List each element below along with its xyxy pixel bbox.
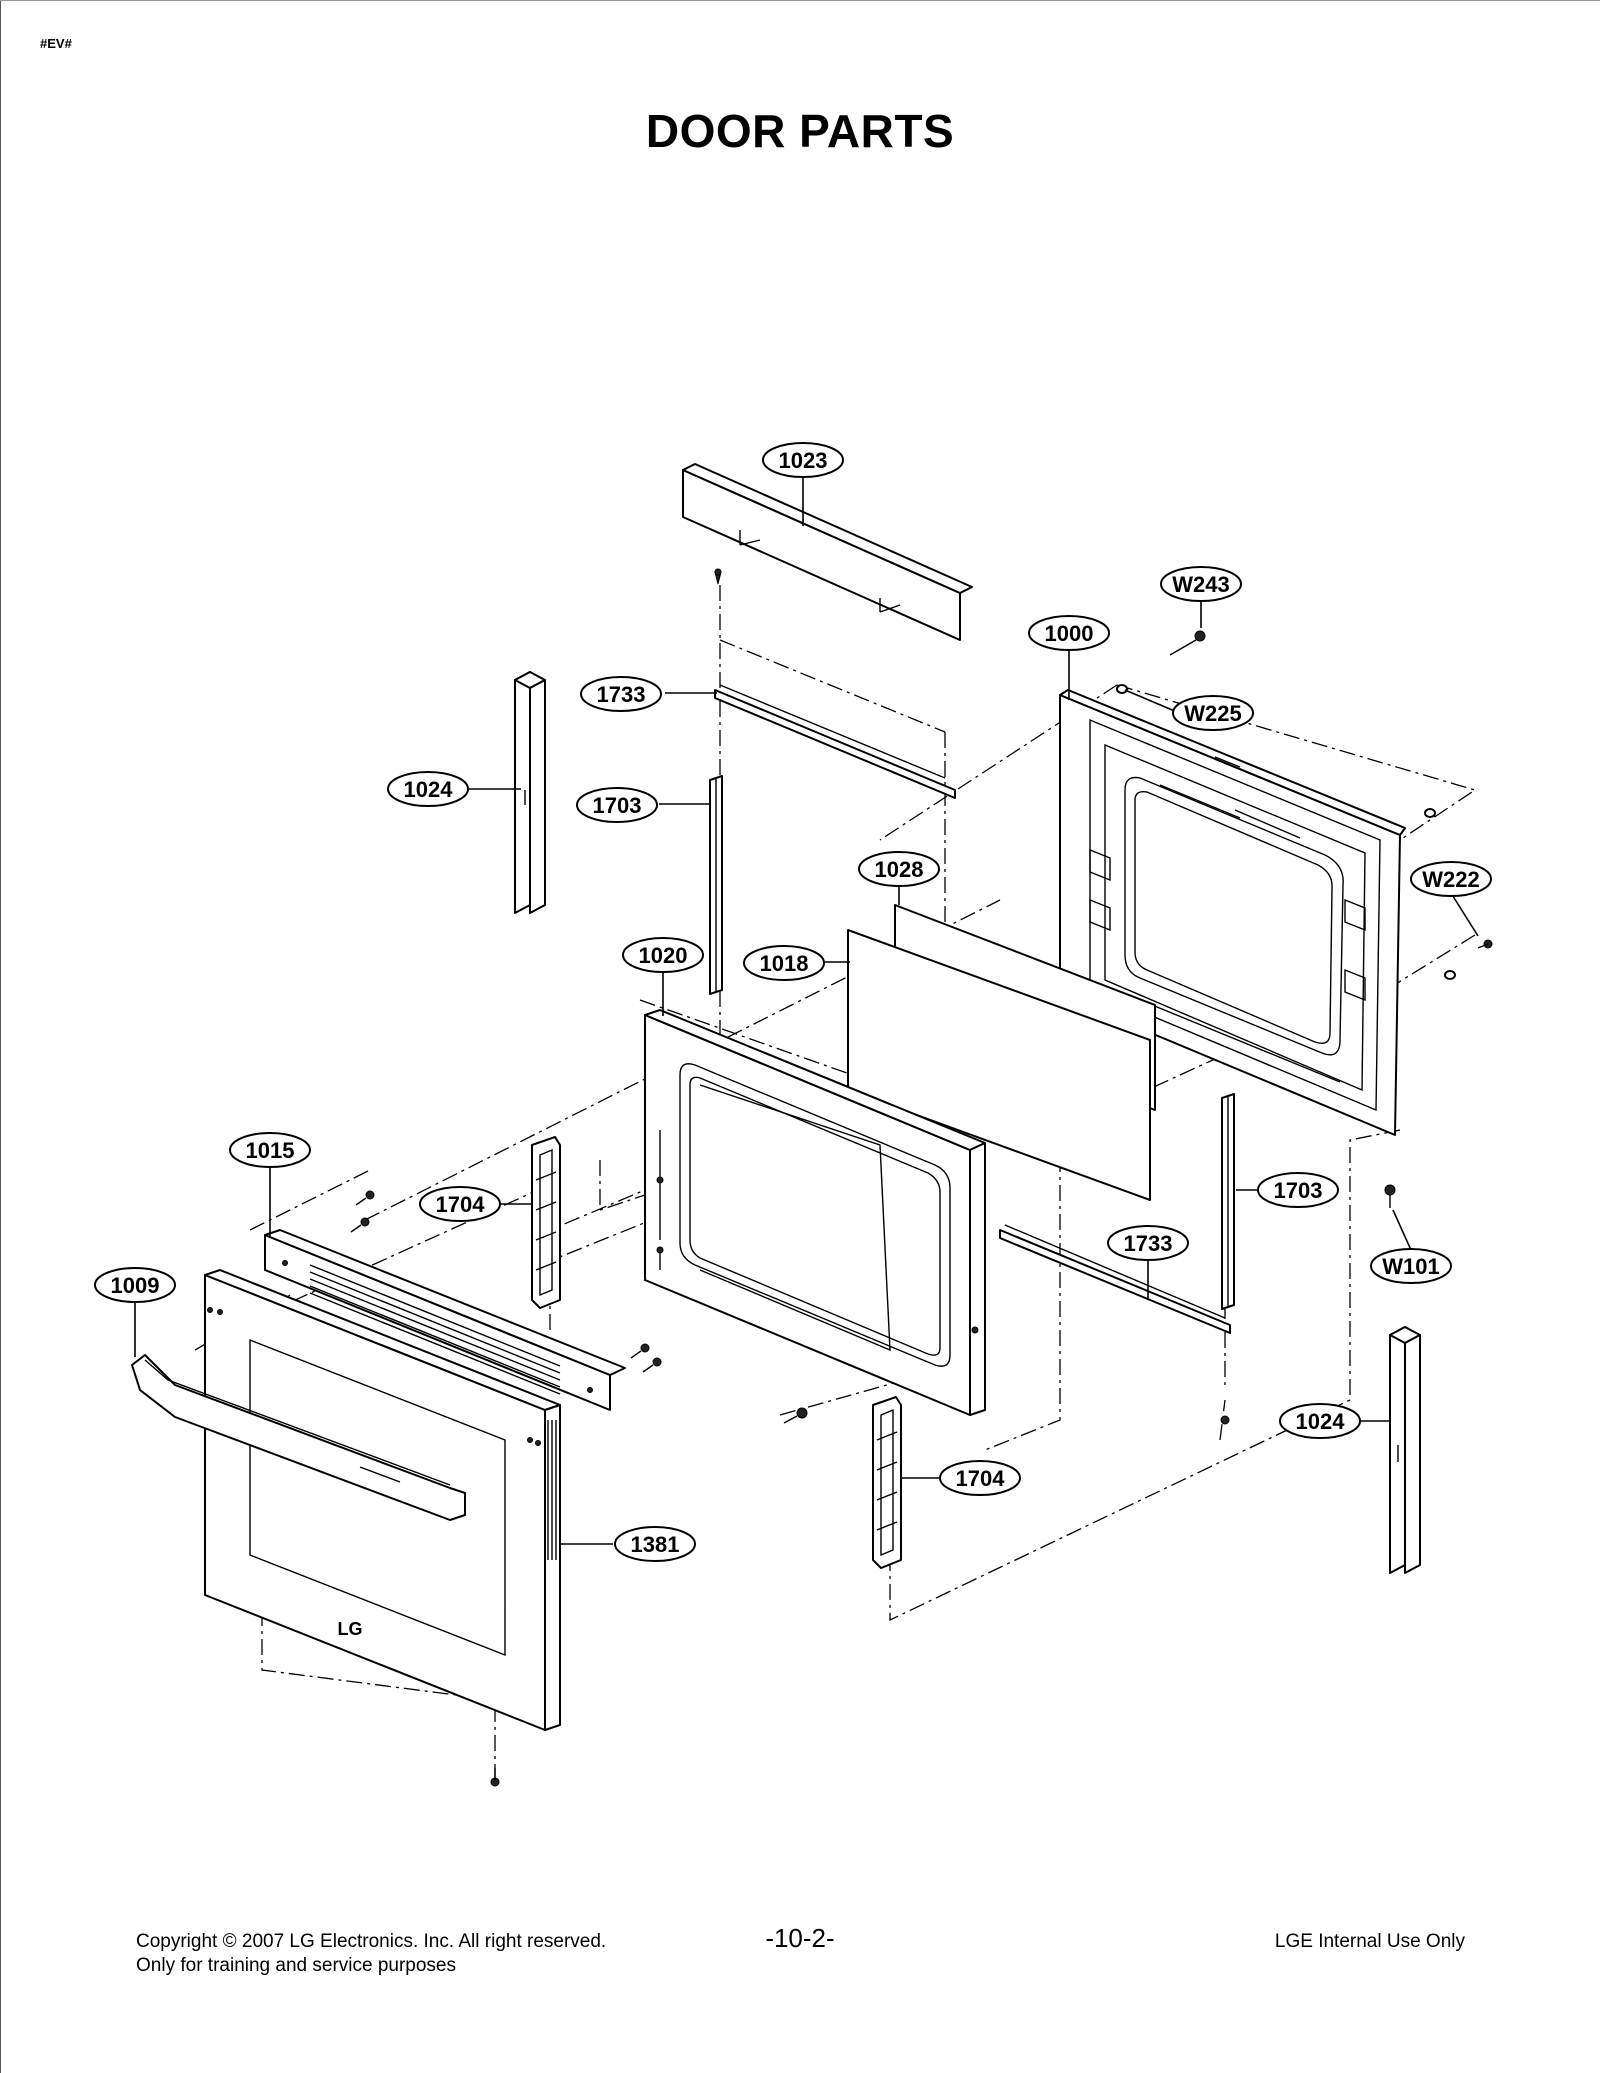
screw-bottom [490, 1768, 500, 1787]
callout-1023: 1023 [762, 442, 844, 478]
screw-w243 [1169, 630, 1206, 656]
callout-1704-left: 1704 [419, 1186, 501, 1222]
callout-1024-right-label: 1024 [1296, 1409, 1346, 1434]
part-1023-top-trim [682, 463, 973, 641]
screw-w222 [1477, 939, 1493, 949]
callout-1703-left-label: 1703 [593, 793, 642, 818]
footer-copyright: Copyright © 2007 LG Electronics. Inc. Al… [136, 1931, 607, 1952]
callout-W225-label: W225 [1184, 701, 1241, 726]
part-1703-right-rail [1221, 1093, 1235, 1310]
callout-W243: W243 [1160, 566, 1242, 602]
callout-1000-label: 1000 [1045, 621, 1094, 646]
screw-w101 [1384, 1184, 1396, 1208]
callout-1704-bottom: 1704 [939, 1460, 1021, 1496]
callout-1028: 1028 [858, 851, 940, 887]
part-1020-middle-frame [644, 1009, 986, 1416]
callout-W225: W225 [1172, 695, 1254, 731]
washer-w225-b [1424, 808, 1436, 818]
page-border [0, 0, 1, 2073]
callout-1733-top: 1733 [580, 676, 662, 712]
footer-copyright-block: Copyright © 2007 LG Electronics. Inc. Al… [136, 1930, 606, 1978]
callout-1023-label: 1023 [779, 448, 828, 473]
callout-W222: W222 [1410, 861, 1492, 897]
callout-1024-right: 1024 [1279, 1403, 1361, 1439]
door-logo: LG [338, 1619, 363, 1639]
callout-1703-left: 1703 [576, 787, 658, 823]
part-1024-right-side-trim [1389, 1326, 1421, 1574]
callout-W101: W101 [1370, 1248, 1452, 1284]
screw-1015-a [355, 1190, 375, 1206]
part-1015-vent-strip [264, 1229, 626, 1411]
callout-1703-right-label: 1703 [1274, 1178, 1323, 1203]
callout-1015: 1015 [229, 1132, 311, 1168]
callout-1704-left-label: 1704 [436, 1192, 486, 1217]
part-1703-left-rail [709, 775, 723, 995]
callout-1015-label: 1015 [246, 1138, 295, 1163]
callout-1733-bottom: 1733 [1107, 1225, 1189, 1261]
callout-1020: 1020 [622, 937, 704, 973]
callout-1020-label: 1020 [639, 943, 688, 968]
washer-w222-b [1444, 970, 1456, 980]
part-1018-glass [847, 929, 1151, 1201]
callout-1381-label: 1381 [631, 1532, 680, 1557]
page-number: -10-2- [765, 1923, 835, 1953]
callout-1028-label: 1028 [875, 857, 924, 882]
callout-leaders [134, 477, 1479, 1545]
page-border-top [0, 0, 1600, 1]
screw-top [714, 568, 722, 585]
callout-1381: 1381 [614, 1526, 696, 1562]
part-1733-bottom-strip [999, 1224, 1231, 1334]
callout-1024-left: 1024 [387, 771, 469, 807]
part-1704-left-hinge [531, 1136, 561, 1309]
screw-1015-c [630, 1343, 650, 1359]
part-1024-left-side-trim [514, 671, 546, 914]
part-1009-handle [131, 1354, 466, 1521]
callout-W101-label: W101 [1382, 1254, 1439, 1279]
screw-lower-right [1220, 1415, 1230, 1425]
screw-middle [783, 1407, 808, 1424]
callout-1018: 1018 [743, 945, 825, 981]
part-1704-bottom-hinge [872, 1396, 902, 1569]
callout-1018-label: 1018 [760, 951, 809, 976]
callout-W222-label: W222 [1422, 867, 1479, 892]
callout-1009: 1009 [94, 1267, 176, 1303]
callout-1733-top-label: 1733 [597, 682, 646, 707]
callout-1703-right: 1703 [1257, 1172, 1339, 1208]
callout-1000: 1000 [1028, 615, 1110, 651]
callouts: 1023 W243 1000 1733 W225 1024 1703 1028 [94, 442, 1492, 1562]
callout-1009-label: 1009 [111, 1273, 160, 1298]
page-title: DOOR PARTS [645, 105, 955, 157]
part-1733-top-strip [714, 684, 956, 799]
screw-1015-b [350, 1217, 370, 1233]
callout-W243-label: W243 [1172, 572, 1229, 597]
washer-w225-a [1116, 684, 1128, 694]
footer-purpose: Only for training and service purposes [136, 1955, 456, 1976]
part-1381-outer-door: LG [204, 1269, 561, 1731]
callout-1704-bottom-label: 1704 [956, 1466, 1006, 1491]
callout-1024-left-label: 1024 [404, 777, 454, 802]
callout-1733-bottom-label: 1733 [1124, 1231, 1173, 1256]
screw-1015-d [642, 1357, 662, 1373]
doc-code: #EV# [40, 36, 72, 51]
footer-usage: LGE Internal Use Only [1274, 1931, 1465, 1952]
